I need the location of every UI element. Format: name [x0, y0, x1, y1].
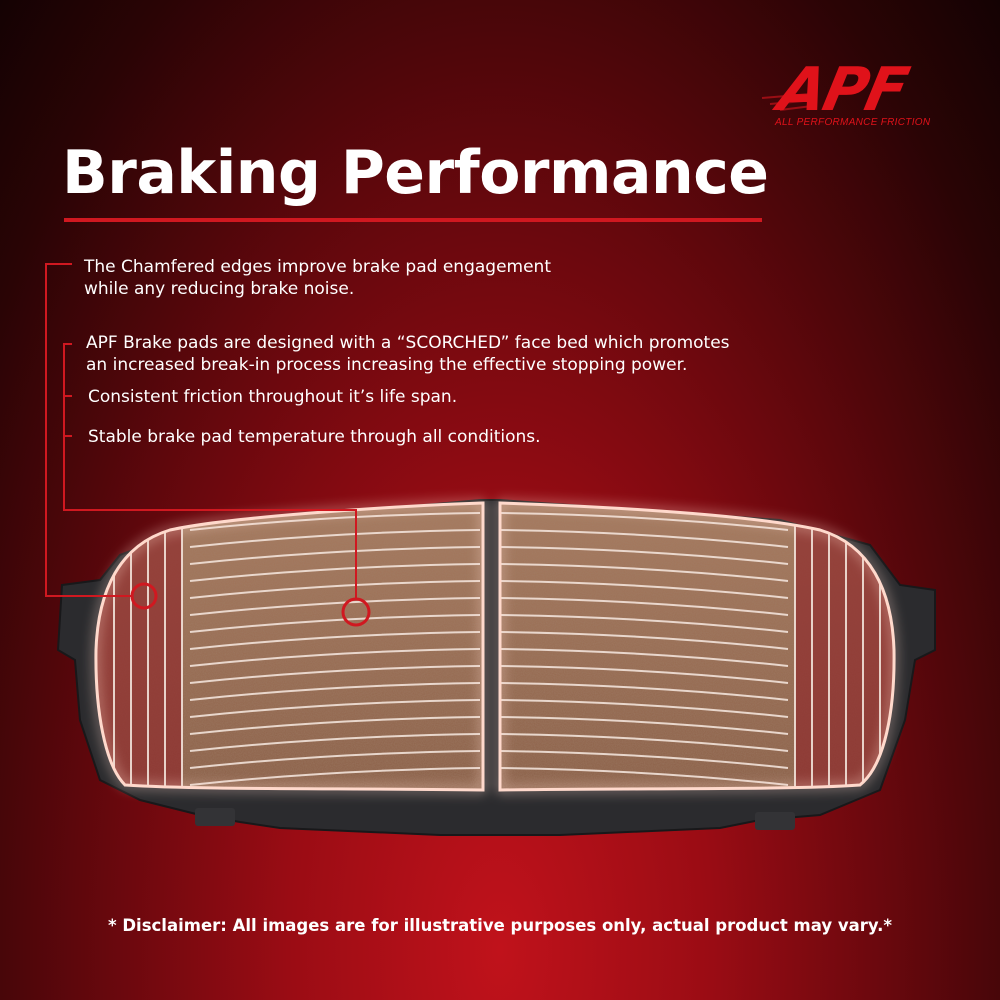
feature-scorched-face: APF Brake pads are designed with a “SCOR…	[86, 332, 730, 376]
callout-marker-scorched	[341, 597, 371, 627]
callout-leaders	[45, 263, 357, 600]
pad-left-half	[94, 501, 485, 792]
title-underline	[64, 218, 762, 222]
feature-chamfered-edges: The Chamfered edges improve brake pad en…	[84, 256, 551, 300]
feature-line: The Chamfered edges improve brake pad en…	[84, 257, 551, 277]
feature-line: Stable brake pad temperature through all…	[88, 427, 541, 447]
feature-stable-temperature: Stable brake pad temperature through all…	[88, 426, 541, 448]
feature-line: Consistent friction throughout it’s life…	[88, 387, 458, 407]
disclaimer: * Disclaimer: All images are for illustr…	[107, 916, 892, 935]
feature-line: APF Brake pads are designed with a “SCOR…	[86, 333, 730, 353]
apf-logo-icon	[761, 93, 816, 111]
feature-consistent-friction: Consistent friction throughout it’s life…	[88, 386, 457, 408]
page-title: Braking Performance	[62, 138, 769, 208]
brand-logo: APF	[772, 55, 913, 125]
feature-line: an increased break-in process increasing…	[86, 355, 688, 375]
pad-right-half	[498, 501, 896, 792]
callout-marker-chamfer	[130, 582, 158, 610]
brand-tagline: ALL PERFORMANCE FRICTION	[775, 117, 931, 128]
feature-line: while any reducing brake noise.	[84, 279, 355, 299]
